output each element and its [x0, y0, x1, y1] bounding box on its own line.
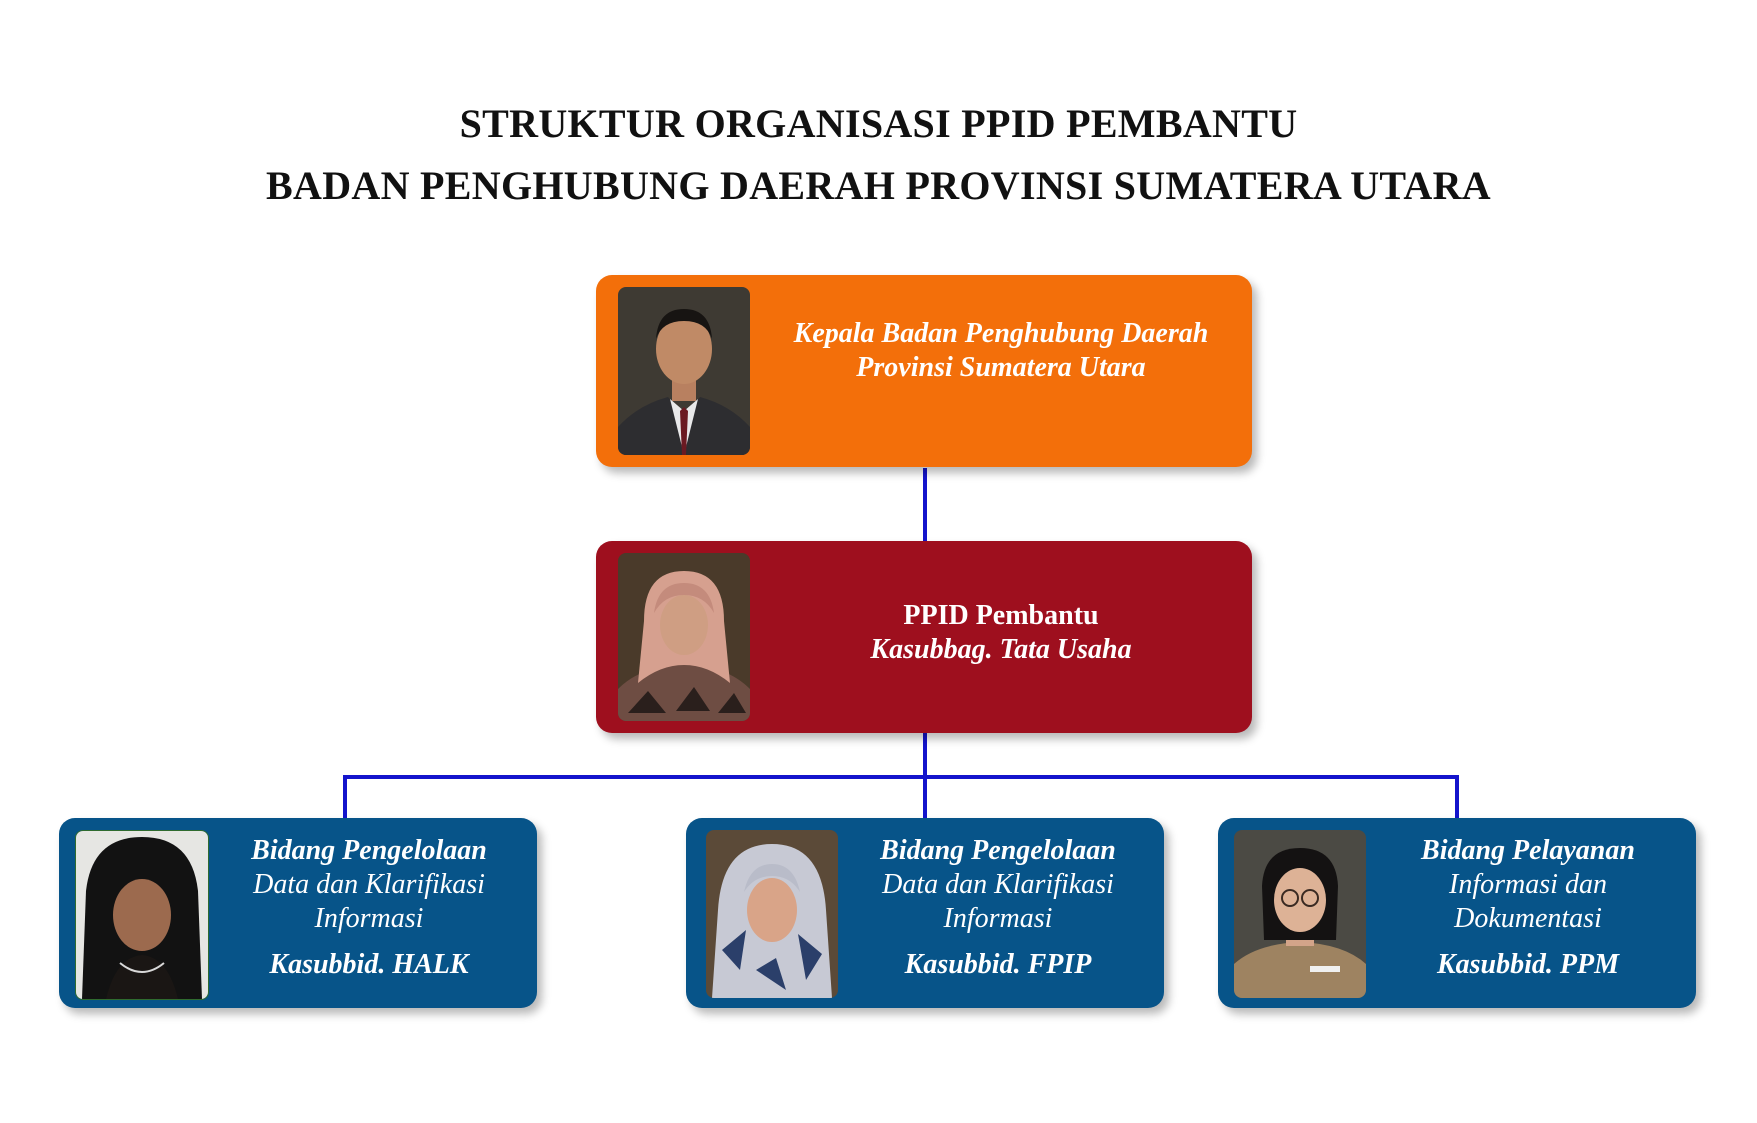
division-role-halk: Kasubbid. HALK [269, 949, 469, 980]
head-photo [618, 287, 750, 455]
division-subtitle-halk-2: Informasi [314, 903, 424, 934]
division-text-halk: Bidang Pengelolaan Data dan Klarifikasi … [219, 834, 519, 982]
head-title-line-2: Provinsi Sumatera Utara [856, 352, 1146, 383]
division-box-halk: Bidang Pengelolaan Data dan Klarifikasi … [59, 818, 537, 1008]
chart-title-line-2: BADAN PENGHUBUNG DAERAH PROVINSI SUMATER… [266, 163, 1491, 208]
division-text-fpip: Bidang Pengelolaan Data dan Klarifikasi … [848, 834, 1148, 982]
division-subtitle-fpip-1: Data dan Klarifikasi [882, 869, 1114, 900]
ppid-title-line-2: Kasubbag. Tata Usaha [870, 634, 1132, 665]
division-subtitle-halk-1: Data dan Klarifikasi [253, 869, 485, 900]
division-box-ppm: Bidang Pelayanan Informasi dan Dokumenta… [1218, 818, 1696, 1008]
ppid-title: PPID Pembantu Kasubbag. Tata Usaha [766, 599, 1236, 667]
division-role-fpip: Kasubbid. FPIP [904, 949, 1092, 980]
division-title-halk: Bidang Pengelolaan [251, 835, 487, 866]
ppid-photo [618, 553, 750, 721]
division-photo-ppm [1234, 830, 1366, 998]
division-subtitle-ppm-1: Informasi dan [1449, 869, 1607, 900]
division-box-fpip: Bidang Pengelolaan Data dan Klarifikasi … [686, 818, 1164, 1008]
ppid-title-line-1: PPID Pembantu [903, 600, 1099, 631]
division-role-ppm: Kasubbid. PPM [1436, 949, 1620, 980]
division-title-ppm: Bidang Pelayanan [1421, 835, 1635, 866]
division-subtitle-ppm-2: Dokumentasi [1454, 903, 1602, 934]
division-photo-halk [75, 830, 209, 1000]
chart-title-line-1: STRUKTUR ORGANISASI PPID PEMBANTU [459, 101, 1298, 146]
ppid-box: PPID Pembantu Kasubbag. Tata Usaha [596, 541, 1252, 733]
head-title-line-1: Kepala Badan Penghubung Daerah [793, 318, 1209, 349]
head-box: Kepala Badan Penghubung Daerah Provinsi … [596, 275, 1252, 467]
division-photo-fpip [706, 830, 838, 998]
division-text-ppm: Bidang Pelayanan Informasi dan Dokumenta… [1378, 834, 1678, 982]
division-title-fpip: Bidang Pengelolaan [880, 835, 1116, 866]
head-title: Kepala Badan Penghubung Daerah Provinsi … [766, 317, 1236, 385]
division-subtitle-fpip-2: Informasi [943, 903, 1053, 934]
